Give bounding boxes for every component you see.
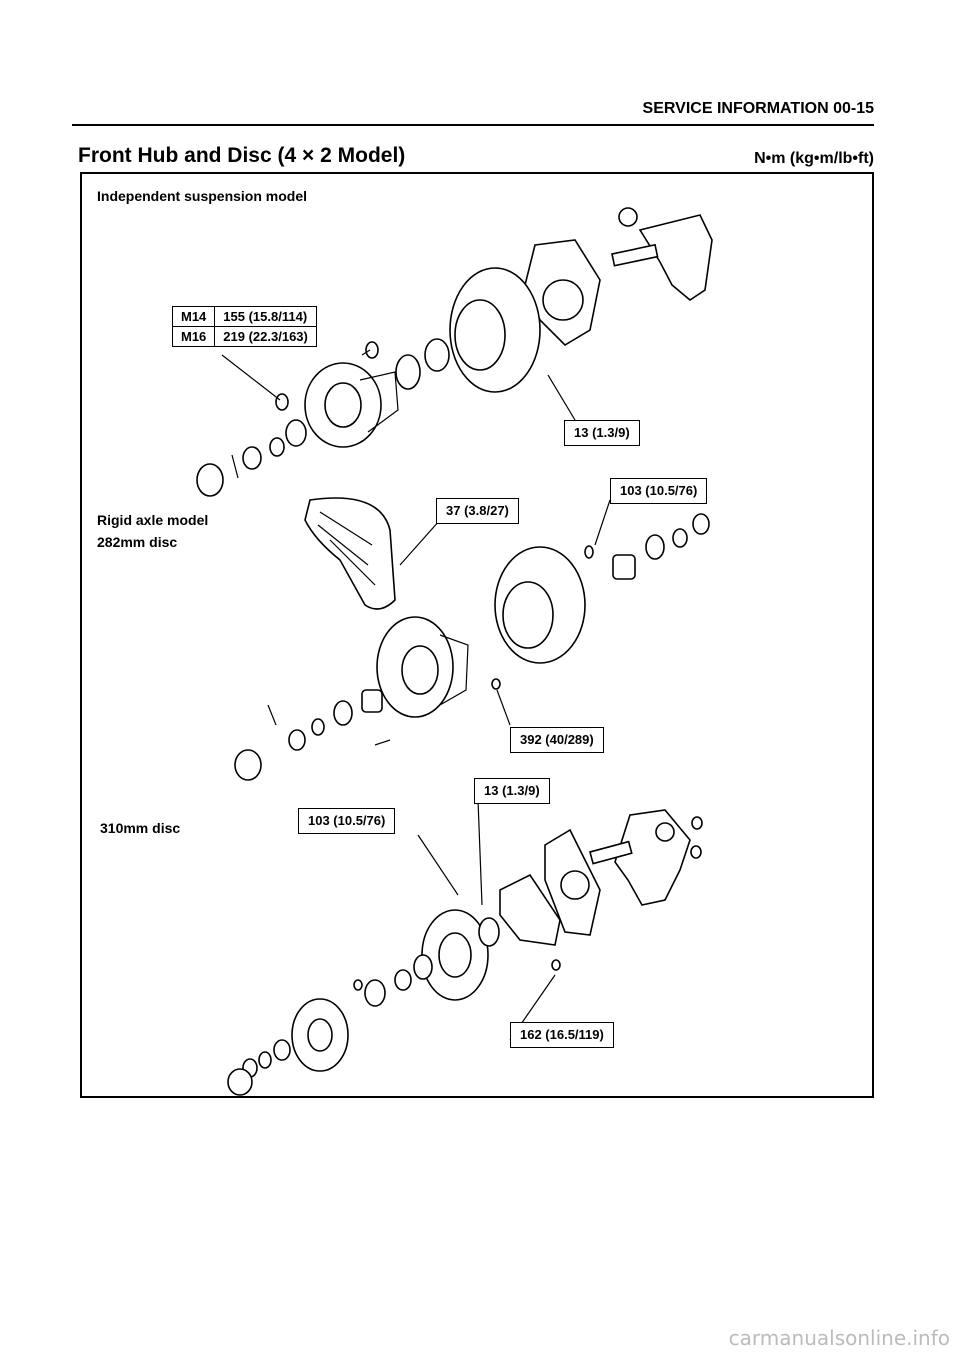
bearings-top <box>365 338 450 390</box>
caliper-bracket-bottom <box>544 828 601 936</box>
section-header: SERVICE INFORMATION 00-15 <box>642 100 874 117</box>
bearings-mid <box>584 513 710 580</box>
bolt-size: M14 <box>171 306 216 327</box>
dust-shield-bottom <box>499 873 561 946</box>
knuckle-top <box>611 207 713 301</box>
brake-disc-top <box>449 267 541 393</box>
diagram-frame <box>80 172 874 1098</box>
torque-units: N•m (kg•m/lb•ft) <box>754 150 874 167</box>
leader-lines-mid <box>399 499 611 726</box>
brake-disc-bottom <box>421 909 500 1001</box>
label-282mm-disc: 282mm disc <box>97 534 178 550</box>
hub-mid <box>376 616 469 718</box>
hub-small-parts-bottom <box>227 816 703 1096</box>
header-rule <box>72 124 874 126</box>
page-title: Front Hub and Disc (4 × 2 Model) <box>78 144 406 167</box>
torque-knuckle-bolt-bottom: 162 (16.5/119) <box>510 1022 614 1048</box>
hub-bottom <box>291 998 349 1072</box>
bolt-size: M16 <box>171 326 216 347</box>
torque-shield-bolt-mid: 37 (3.8/27) <box>436 498 519 524</box>
label-rigid-axle-model: Rigid axle model <box>97 512 209 528</box>
torque-value: 155 (15.8/114) <box>214 306 317 327</box>
hub-top <box>275 362 399 448</box>
dust-shield-top <box>524 239 601 347</box>
torque-shield-bolt-bottom: 13 (1.3/9) <box>474 778 550 804</box>
torque-row-m16: M16 219 (22.3/163) <box>171 326 317 347</box>
label-310mm-disc: 310mm disc <box>100 820 181 836</box>
torque-hub-nut-mid: 392 (40/289) <box>510 727 604 753</box>
brake-disc-mid <box>494 546 586 664</box>
watermark-footer: carmanualsonline.info <box>728 1326 950 1350</box>
hub-small-parts-top <box>196 419 307 497</box>
bearings-bottom <box>364 954 433 1007</box>
torque-shield-bolt-top: 13 (1.3/9) <box>564 420 640 446</box>
hub-small-parts-mid <box>234 678 501 781</box>
torque-caliper-bolt-mid: 103 (10.5/76) <box>610 478 708 504</box>
torque-value: 219 (22.3/163) <box>214 326 317 347</box>
hub-bolt-torque-table: M14 155 (15.8/114) M16 219 (22.3/163) <box>171 306 317 347</box>
torque-row-m14: M14 155 (15.8/114) <box>171 306 317 327</box>
label-independent-model: Independent suspension model <box>97 188 308 204</box>
dust-shield-mid <box>304 497 396 610</box>
leader-lines-top <box>221 349 576 421</box>
knuckle-bottom <box>589 809 691 906</box>
torque-disc-bolt-bottom: 103 (10.5/76) <box>298 808 396 834</box>
